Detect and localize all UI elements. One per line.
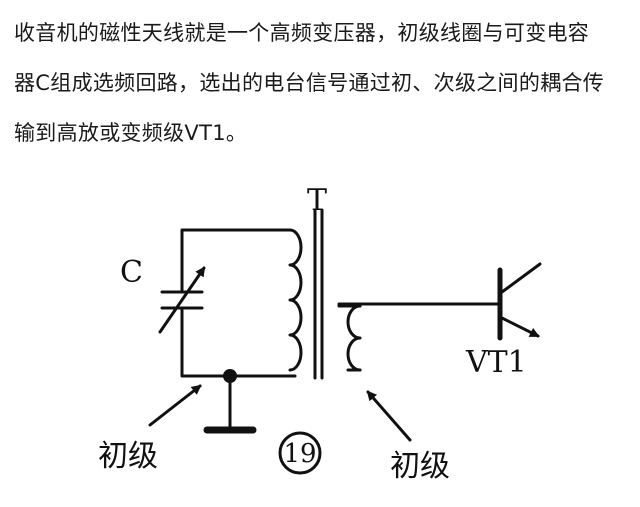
left-pointer-arrow: [148, 384, 202, 427]
capacitor-label: C: [120, 255, 143, 290]
capacitor-variable-arrow: [158, 266, 206, 334]
primary-coil: [288, 228, 303, 372]
wire-secondary-to-base: [337, 302, 500, 308]
figure-number-circle: [278, 431, 322, 475]
wire-bottom: [180, 308, 297, 378]
description-paragraph: 收音机的磁性天线就是一个高频变压器，初级线圈与可变电容 器C组成选频回路，选出的…: [14, 8, 632, 158]
transistor-label: VT1: [465, 345, 527, 380]
transformer-label: T: [307, 183, 327, 218]
right-pointer-arrow: [366, 390, 412, 442]
figure-number: 19: [283, 439, 316, 469]
left-arrow-label: 初级: [98, 439, 158, 474]
transistor-collector: [500, 262, 542, 294]
paragraph-line-1: 收音机的磁性天线就是一个高频变压器，初级线圈与可变电容: [14, 21, 590, 45]
paragraph-line-2: 器C组成选频回路，选出的电台信号通过初、次级之间的耦合传: [14, 71, 605, 95]
wire-top: [180, 228, 292, 292]
secondary-coil: [346, 304, 362, 372]
transistor-emitter-arrow: [500, 316, 540, 338]
paragraph-line-3: 输到高放或变频级VT1。: [14, 121, 248, 145]
right-arrow-label: 初级: [390, 449, 450, 484]
junction-dot: [223, 369, 237, 383]
